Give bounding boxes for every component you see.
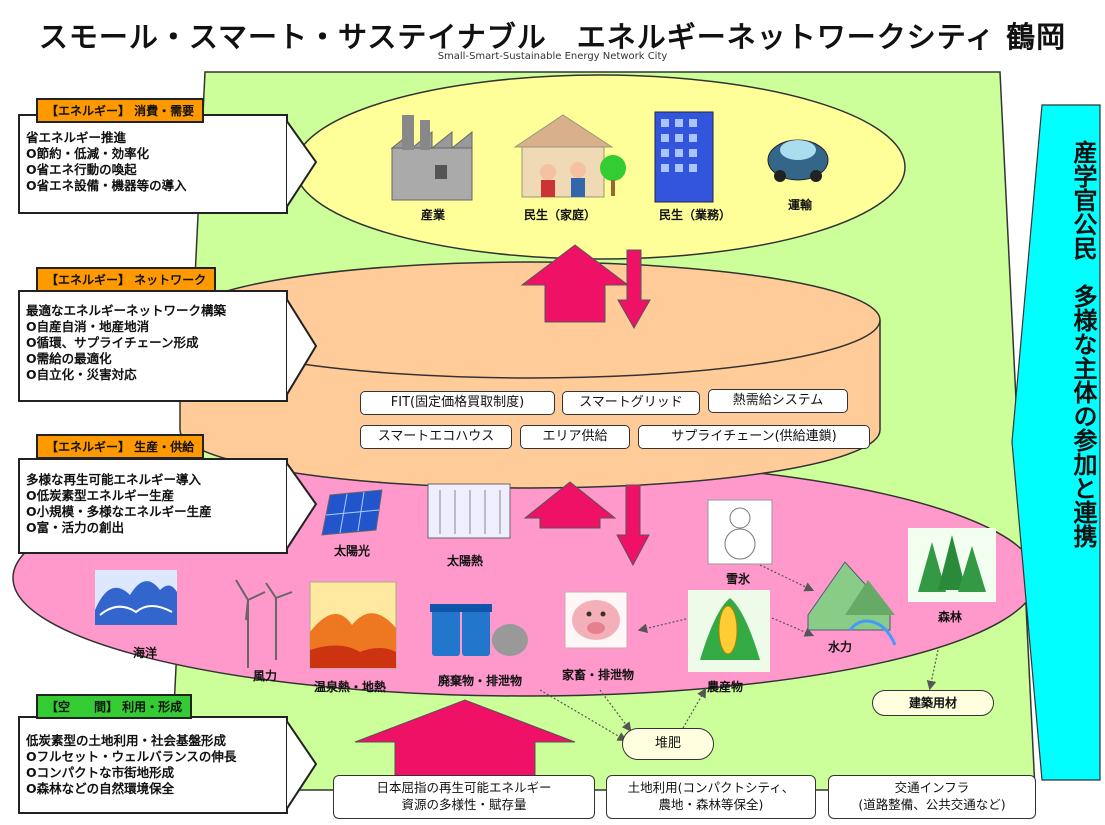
panel-space-box bbox=[18, 716, 288, 814]
label-residential: 民生（家庭） bbox=[523, 208, 596, 222]
snowman-icon bbox=[707, 499, 773, 565]
label-solar-pv: 太陽光 bbox=[333, 544, 370, 558]
chip-smart-eco-house: スマートエコハウス bbox=[360, 425, 512, 449]
panel-space-heading: 【空 間】 利用・形成 bbox=[36, 694, 193, 719]
label-waste: 廃棄物・排泄物 bbox=[437, 674, 522, 688]
panel-consumption-heading: 【エネルギー】 消費・需要 bbox=[36, 98, 205, 123]
corn-icon bbox=[688, 590, 770, 672]
panel-network-pointer bbox=[286, 298, 318, 398]
chip-area-supply: エリア供給 bbox=[520, 425, 630, 449]
chip-supply-chain: サプライチェーン(供給連鎖) bbox=[638, 425, 870, 449]
factory-icon bbox=[390, 115, 473, 201]
label-snow: 雪氷 bbox=[725, 572, 750, 586]
bottom-box-transport: 交通インフラ(道路整備、公共交通など) bbox=[828, 775, 1036, 819]
ocean-wave-icon bbox=[95, 570, 177, 625]
solar-panel-icon bbox=[321, 489, 383, 536]
solar-heat-icon bbox=[427, 483, 511, 539]
chip-heat-supply: 熱需給システム bbox=[708, 389, 848, 413]
car-icon bbox=[767, 139, 829, 182]
side-banner-text: 産学官公民 多様な主体の参加と連携 bbox=[1069, 140, 1097, 548]
panel-consumption-box bbox=[18, 114, 288, 214]
label-wind: 風力 bbox=[252, 669, 277, 683]
panel-production-pointer bbox=[286, 462, 318, 552]
panel-space-pointer bbox=[286, 720, 318, 812]
pig-icon bbox=[564, 591, 628, 649]
label-transport: 運輸 bbox=[787, 198, 812, 212]
chip-fit: FIT(固定価格買取制度) bbox=[360, 391, 555, 415]
arrow-down-consumption-to-network bbox=[617, 249, 651, 330]
arrow-up-network-to-consumption bbox=[520, 244, 630, 323]
page-title: スモール・スマート・サステイナブル エネルギーネットワークシティ 鶴岡 bbox=[38, 20, 1067, 54]
lumber-pill: 建築用材 bbox=[872, 690, 994, 716]
trash-bins-icon bbox=[430, 604, 528, 656]
house-family-icon bbox=[513, 114, 626, 198]
bottom-box-land-use: 土地利用(コンパクトシティ、農地・森林等保全) bbox=[606, 775, 816, 819]
arrow-up-production-to-network bbox=[523, 481, 617, 529]
page-subtitle: Small-Smart-Sustainable Energy Network C… bbox=[437, 51, 668, 62]
label-crops: 農産物 bbox=[706, 680, 743, 694]
label-commercial: 民生（業務） bbox=[658, 208, 731, 222]
hot-spring-icon bbox=[309, 581, 397, 669]
panel-network-box bbox=[18, 290, 288, 402]
label-solar-heat: 太陽熱 bbox=[446, 554, 483, 568]
label-geothermal: 温泉熱・地熱 bbox=[313, 680, 386, 694]
label-ocean: 海洋 bbox=[132, 646, 157, 660]
chip-smart-grid: スマートグリッド bbox=[562, 391, 700, 415]
mountain-icon bbox=[807, 561, 897, 646]
compost-pill: 堆肥 bbox=[622, 728, 714, 760]
panel-network-heading: 【エネルギー】 ネットワーク bbox=[36, 267, 217, 292]
arrow-down-network-to-production bbox=[616, 484, 650, 567]
label-forest: 森林 bbox=[937, 610, 962, 624]
panel-production-box bbox=[18, 458, 288, 554]
forest-icon bbox=[908, 528, 996, 602]
side-banner-shape bbox=[1011, 104, 1101, 781]
bottom-box-resources: 日本屈指の再生可能エネルギー資源の多様性・賦存量 bbox=[333, 775, 595, 819]
label-hydro: 水力 bbox=[827, 640, 852, 654]
panel-production-heading: 【エネルギー】 生産・供給 bbox=[36, 434, 205, 459]
label-livestock: 家畜・排泄物 bbox=[561, 668, 634, 682]
panel-consumption-pointer bbox=[286, 120, 318, 210]
wind-turbine-icon bbox=[235, 579, 293, 668]
label-industry: 産業 bbox=[420, 208, 445, 222]
office-building-icon bbox=[654, 111, 714, 203]
